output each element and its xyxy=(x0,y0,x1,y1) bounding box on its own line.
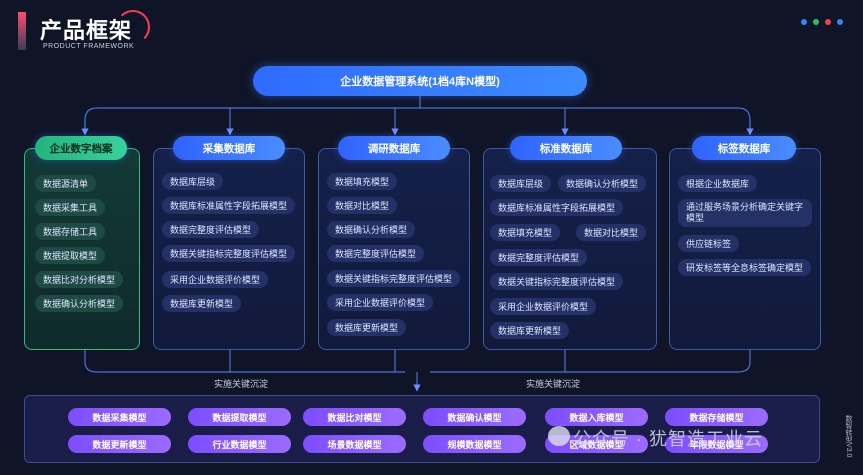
list-item: 数据库更新模型 xyxy=(327,319,407,336)
model-tag: 区域数据模型 xyxy=(545,435,648,453)
model-tag: 数据更新模型 xyxy=(68,435,171,453)
model-collection-box: 数据采集模型 数据提取模型 数据比对模型 数据确认模型 数据入库模型 数据存储模… xyxy=(24,395,820,463)
list-item: 数据库层级 xyxy=(162,173,224,190)
column-standard-db: 数据库层级 数据确认分析模型 数据库标准属性字段拓展模型 数据填充模型 数据对比… xyxy=(483,148,657,350)
page-title: 产品框架 xyxy=(40,18,133,43)
model-tag: 数据存储模型 xyxy=(665,408,768,426)
column-title-research-db: 调研数据库 xyxy=(338,136,450,160)
model-tag: 规模数据模型 xyxy=(423,435,526,453)
list-item: 数据对比模型 xyxy=(576,224,647,241)
flow-label-left: 实施关键沉淀 xyxy=(214,379,269,389)
list-item: 通过服务场景分析确定关键字模型 xyxy=(678,199,812,227)
window-dots xyxy=(801,19,843,25)
dot-icon xyxy=(837,19,843,25)
column-collection-db: 数据库层级 数据库标准属性字段拓展模型 数据完整度评估模型 数据关键指标完整度评… xyxy=(153,148,305,350)
model-tag: 数据入库模型 xyxy=(545,408,648,426)
list-item: 数据关键指标完整度评估模型 xyxy=(162,245,296,262)
list-item: 数据完整度评估模型 xyxy=(490,249,588,266)
model-tag: 数据比对模型 xyxy=(303,408,406,426)
list-item: 数据确认分析模型 xyxy=(35,295,124,312)
dot-icon xyxy=(825,19,831,25)
wechat-icon xyxy=(548,426,570,446)
column-enterprise-archive: 数据源清单 数据采集工具 数据存储工具 数据提取模型 数据比对分析模型 数据确认… xyxy=(24,148,140,350)
list-item: 数据完整度评估模型 xyxy=(327,245,425,262)
side-version-label: 数智转型V3.0 xyxy=(845,415,852,458)
list-item: 数据填充模型 xyxy=(327,173,398,190)
list-item: 数据库标准属性字段拓展模型 xyxy=(162,197,296,214)
model-tag: 数据采集模型 xyxy=(68,408,171,426)
flow-label-right: 实施关键沉淀 xyxy=(526,379,581,389)
column-research-db: 数据填充模型 数据对比模型 数据确认分析模型 数据完整度评估模型 数据关键指标完… xyxy=(318,148,470,350)
list-item: 数据关键指标完整度评估模型 xyxy=(327,270,461,287)
model-tag: 行业数据模型 xyxy=(188,435,291,453)
model-tag: 年限数据模型 xyxy=(665,435,768,453)
list-item: 采用企业数据评价模型 xyxy=(490,298,597,315)
column-title-standard-db: 标准数据库 xyxy=(510,136,622,160)
list-item: 供应链标签 xyxy=(678,235,740,252)
list-item: 数据完整度评估模型 xyxy=(162,221,260,238)
model-tag: 场景数据模型 xyxy=(303,435,406,453)
list-item: 数据库更新模型 xyxy=(162,295,242,312)
list-item: 数据填充模型 xyxy=(490,224,561,241)
root-system-node: 企业数据管理系统(1档4库N模型) xyxy=(253,66,587,96)
list-item: 数据源清单 xyxy=(35,175,97,192)
column-title-collection-db: 采集数据库 xyxy=(173,136,285,160)
logo-bar xyxy=(18,12,26,50)
list-item: 研发标签等全息标签确定模型 xyxy=(678,259,812,276)
list-item: 数据库标准属性字段拓展模型 xyxy=(490,199,624,216)
list-item: 数据确认分析模型 xyxy=(327,221,416,238)
title-arc-decoration xyxy=(116,10,150,44)
list-item: 数据比对分析模型 xyxy=(35,271,124,288)
dot-icon xyxy=(801,19,807,25)
list-item: 数据采集工具 xyxy=(35,199,106,216)
list-item: 数据关键指标完整度评估模型 xyxy=(490,273,624,290)
list-item: 数据确认分析模型 xyxy=(558,175,647,192)
model-tag: 数据提取模型 xyxy=(188,408,291,426)
watermark: 公众号 · 犹智造工业云 xyxy=(573,429,763,449)
column-title-tag-db: 标签数据库 xyxy=(692,136,796,160)
list-item: 数据存储工具 xyxy=(35,223,106,240)
column-title-enterprise-archive: 企业数字档案 xyxy=(35,136,127,160)
dot-icon xyxy=(813,19,819,25)
list-item: 数据对比模型 xyxy=(327,197,398,214)
list-item: 数据提取模型 xyxy=(35,247,106,264)
column-tag-db: 根据企业数据库 通过服务场景分析确定关键字模型 供应链标签 研发标签等全息标签确… xyxy=(669,148,821,350)
page-subtitle: PRODUCT FRAMEWORK xyxy=(43,43,135,50)
list-item: 根据企业数据库 xyxy=(678,175,758,192)
list-item: 采用企业数据评价模型 xyxy=(327,294,434,311)
model-tag: 数据确认模型 xyxy=(423,408,526,426)
list-item: 数据库更新模型 xyxy=(490,322,570,339)
list-item: 采用企业数据评价模型 xyxy=(162,271,269,288)
list-item: 数据库层级 xyxy=(490,175,552,192)
